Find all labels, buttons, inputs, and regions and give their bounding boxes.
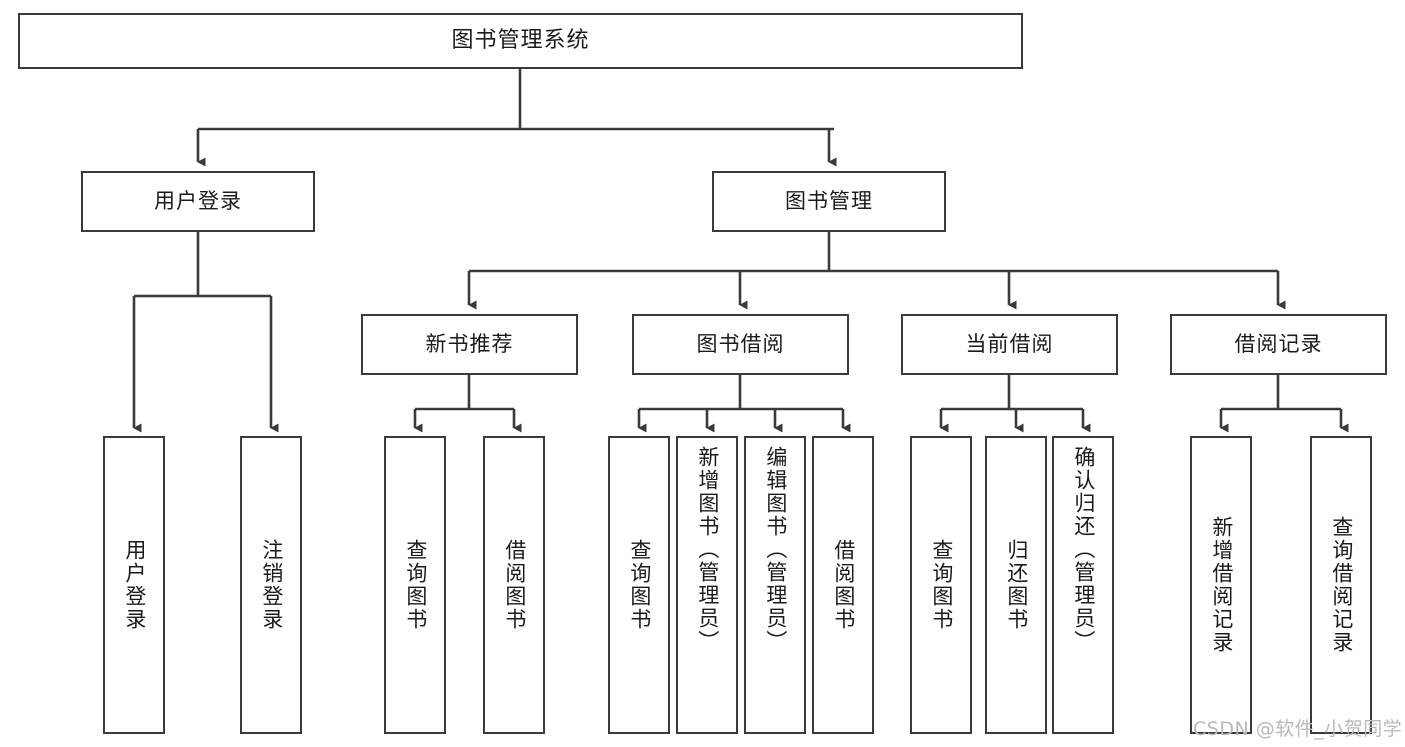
- leaf-add-record[interactable]: 新增借阅记录: [1190, 436, 1252, 734]
- leaf-query-book-1[interactable]: 查询图书: [384, 436, 446, 734]
- leaf-user-logout-label: 注销登录: [259, 539, 284, 631]
- leaf-user-login-label: 用户登录: [122, 539, 147, 631]
- csdn-watermark: CSDN @软件_小贺同学: [1193, 718, 1403, 740]
- node-borrow-record[interactable]: 借阅记录: [1170, 314, 1387, 375]
- node-current-borrow[interactable]: 当前借阅: [901, 314, 1118, 375]
- leaf-return-book-label: 归还图书: [1004, 539, 1029, 631]
- node-book-borrow-label: 图书借阅: [696, 331, 785, 356]
- leaf-add-book-label: 新增图书（管理员）: [695, 446, 720, 653]
- leaf-add-record-label: 新增借阅记录: [1209, 516, 1234, 654]
- node-root[interactable]: 图书管理系统: [18, 13, 1023, 69]
- node-user-login-label: 用户登录: [154, 188, 242, 213]
- leaf-query-book-2-label: 查询图书: [627, 539, 652, 631]
- leaf-borrow-book-1[interactable]: 借阅图书: [483, 436, 545, 734]
- leaf-query-book-2[interactable]: 查询图书: [608, 436, 670, 734]
- leaf-borrow-book-2[interactable]: 借阅图书: [812, 436, 874, 734]
- node-user-login[interactable]: 用户登录: [81, 171, 315, 232]
- node-new-book-recommend-label: 新书推荐: [425, 331, 514, 356]
- leaf-user-logout[interactable]: 注销登录: [240, 436, 302, 734]
- leaf-edit-book-label: 编辑图书（管理员）: [763, 446, 788, 653]
- node-book-manage[interactable]: 图书管理: [712, 171, 946, 232]
- leaf-query-book-3[interactable]: 查询图书: [910, 436, 972, 734]
- leaf-query-book-3-label: 查询图书: [929, 539, 954, 631]
- leaf-query-record-label: 查询借阅记录: [1329, 516, 1354, 654]
- leaf-query-record[interactable]: 查询借阅记录: [1310, 436, 1372, 734]
- leaf-add-book[interactable]: 新增图书（管理员）: [676, 436, 738, 734]
- node-borrow-record-label: 借阅记录: [1234, 331, 1323, 356]
- leaf-return-book[interactable]: 归还图书: [985, 436, 1047, 734]
- leaf-borrow-book-1-label: 借阅图书: [502, 539, 527, 631]
- leaf-borrow-book-2-label: 借阅图书: [831, 539, 856, 631]
- node-book-manage-label: 图书管理: [785, 188, 873, 213]
- leaf-edit-book[interactable]: 编辑图书（管理员）: [744, 436, 806, 734]
- leaf-confirm-return[interactable]: 确认归还（管理员）: [1052, 436, 1114, 734]
- node-book-borrow[interactable]: 图书借阅: [632, 314, 849, 375]
- node-root-label: 图书管理系统: [451, 27, 590, 53]
- leaf-confirm-return-label: 确认归还（管理员）: [1071, 446, 1096, 653]
- leaf-user-login[interactable]: 用户登录: [103, 436, 165, 734]
- node-new-book-recommend[interactable]: 新书推荐: [361, 314, 578, 375]
- leaf-query-book-1-label: 查询图书: [403, 539, 428, 631]
- node-current-borrow-label: 当前借阅: [965, 331, 1054, 356]
